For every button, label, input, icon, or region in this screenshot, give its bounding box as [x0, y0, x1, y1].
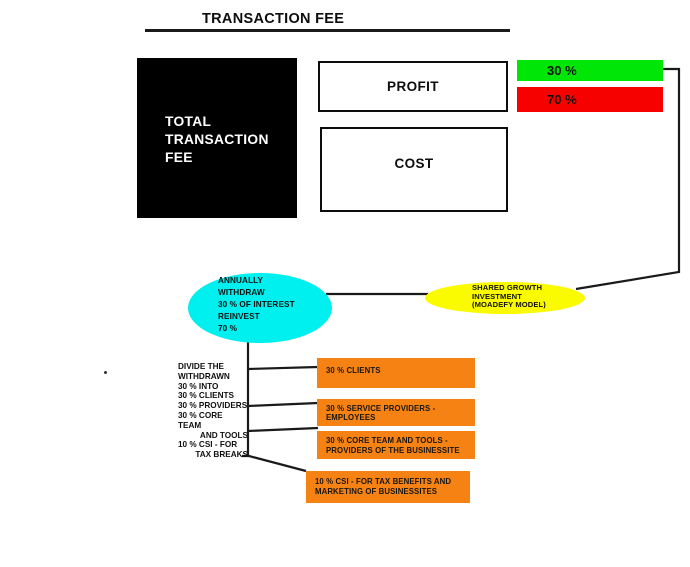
connector-branch-service-providers [247, 401, 319, 408]
profit-label: PROFIT [387, 79, 439, 94]
title-underline [145, 29, 510, 32]
node-total-transaction-fee: TOTAL TRANSACTION FEE [137, 58, 297, 218]
divide-note-line: WITHDRAWN [178, 371, 230, 381]
allocation-clients: 30 % CLIENTS [317, 358, 475, 388]
divide-note-line: 30 % INTO [178, 381, 219, 391]
divide-note-line: TAX BREAKS [195, 450, 248, 460]
node-annually-withdraw: ANNUALLY WITHDRAW 30 % OF INTEREST REINV… [188, 273, 332, 343]
shared-growth-label: SHARED GROWTH INVESTMENT (MOADEFY MODEL) [472, 283, 546, 309]
annually-withdraw-label: ANNUALLY WITHDRAW 30 % OF INTEREST REINV… [218, 276, 295, 333]
page-title: TRANSACTION FEE [202, 11, 345, 27]
allocation-csi: 10 % CSI - FOR TAX BENEFITS AND MARKETIN… [306, 471, 470, 503]
allocation-core-team-tools: 30 % CORE TEAM AND TOOLS - PROVIDERS OF … [317, 431, 475, 459]
connector-branch-clients [247, 365, 319, 371]
node-shared-growth-investment: SHARED GROWTH INVESTMENT (MOADEFY MODEL) [425, 282, 585, 314]
cost-share-bar: 70 % [517, 87, 663, 112]
profit-share-bar: 30 % [517, 60, 663, 81]
divide-note-line: AND TOOLS [199, 430, 248, 440]
connector-branch-csi [242, 454, 307, 473]
divide-note-line: 30 % CORE TEAM [178, 410, 223, 430]
node-profit: PROFIT [318, 61, 508, 112]
cost-share-value: 70 % [547, 92, 577, 107]
divide-note: DIVIDE THE WITHDRAWN 30 % INTO 30 % CLIE… [178, 362, 248, 460]
divide-note-line: DIVIDE THE [178, 362, 224, 371]
node-cost: COST [320, 127, 508, 212]
cost-label: COST [394, 156, 434, 171]
connector-branch-core-team [247, 426, 319, 433]
allocation-service-providers: 30 % SERVICE PROVIDERS - EMPLOYEES [317, 399, 475, 426]
profit-share-value: 30 % [547, 63, 577, 78]
divide-note-line: 10 % CSI - FOR [178, 440, 238, 450]
total-transaction-fee-label: TOTAL TRANSACTION FEE [165, 114, 269, 165]
stray-dot [104, 371, 107, 374]
divide-note-line: 30 % PROVIDERS [178, 401, 248, 411]
divide-note-line: 30 % CLIENTS [178, 391, 234, 401]
